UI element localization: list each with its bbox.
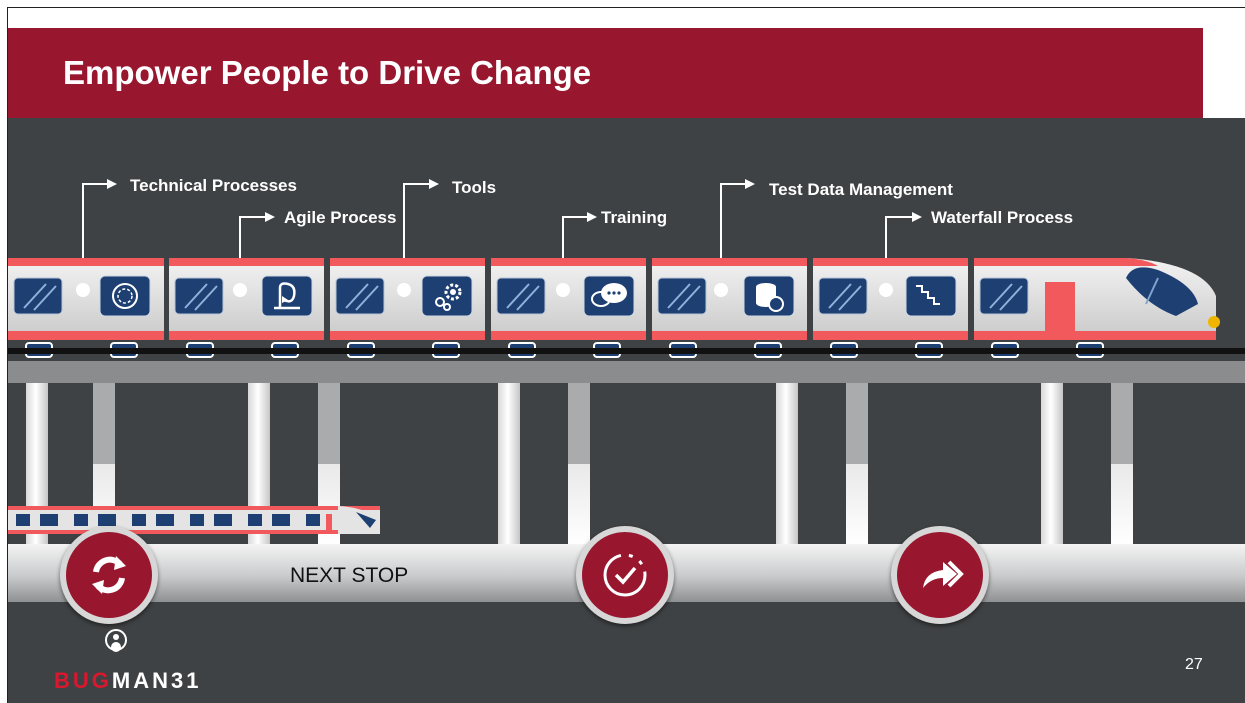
label-waterfall-process: Waterfall Process bbox=[931, 208, 1074, 227]
title-bar bbox=[8, 28, 1203, 118]
sync-arrows-icon bbox=[92, 556, 126, 594]
pillar bbox=[26, 383, 48, 545]
label-test-data-management: Test Data Management bbox=[769, 180, 953, 199]
pillar bbox=[776, 383, 798, 545]
main-train bbox=[8, 258, 1220, 358]
stop-check-button[interactable] bbox=[576, 526, 674, 624]
waterfall-steps-icon bbox=[916, 285, 940, 305]
pillar bbox=[318, 383, 340, 545]
pillar bbox=[1111, 383, 1133, 545]
label-training: Training bbox=[601, 208, 668, 227]
check-progress-icon bbox=[603, 553, 647, 597]
pillar bbox=[1041, 383, 1063, 545]
train-locomotive bbox=[974, 258, 1220, 340]
small-train bbox=[8, 506, 380, 534]
pillar bbox=[568, 383, 590, 545]
pillar bbox=[846, 383, 868, 545]
pillar bbox=[498, 383, 520, 545]
forward-arrow-icon bbox=[923, 560, 964, 588]
pillar bbox=[248, 383, 270, 545]
pillar bbox=[93, 383, 115, 545]
label-technical-processes: Technical Processes bbox=[130, 176, 297, 195]
page-number: 27 bbox=[1185, 656, 1203, 673]
label-agile-process: Agile Process bbox=[284, 208, 397, 227]
gears-icon bbox=[435, 283, 462, 311]
logo-part-bug: BUG bbox=[54, 668, 112, 693]
chat-bubbles-icon bbox=[591, 283, 627, 307]
slide-title: Empower People to Drive Change bbox=[63, 54, 592, 91]
stop-sync-button[interactable] bbox=[60, 526, 158, 624]
bugman-logo: BUGMAN31 bbox=[54, 668, 201, 694]
database-refresh-icon bbox=[756, 283, 784, 312]
label-tools: Tools bbox=[452, 178, 497, 197]
agile-loop-icon bbox=[274, 282, 300, 310]
stop-forward-button[interactable] bbox=[891, 526, 989, 624]
bugman-logo-icon bbox=[105, 629, 127, 652]
next-stop-label: NEXT STOP bbox=[290, 564, 409, 587]
slide: Empower People to Drive Change Technical… bbox=[7, 7, 1245, 703]
logo-part-man31: MAN31 bbox=[111, 668, 202, 693]
rail bbox=[8, 348, 1245, 354]
bridge-deck bbox=[8, 361, 1245, 383]
cycle-process-icon bbox=[112, 283, 138, 309]
